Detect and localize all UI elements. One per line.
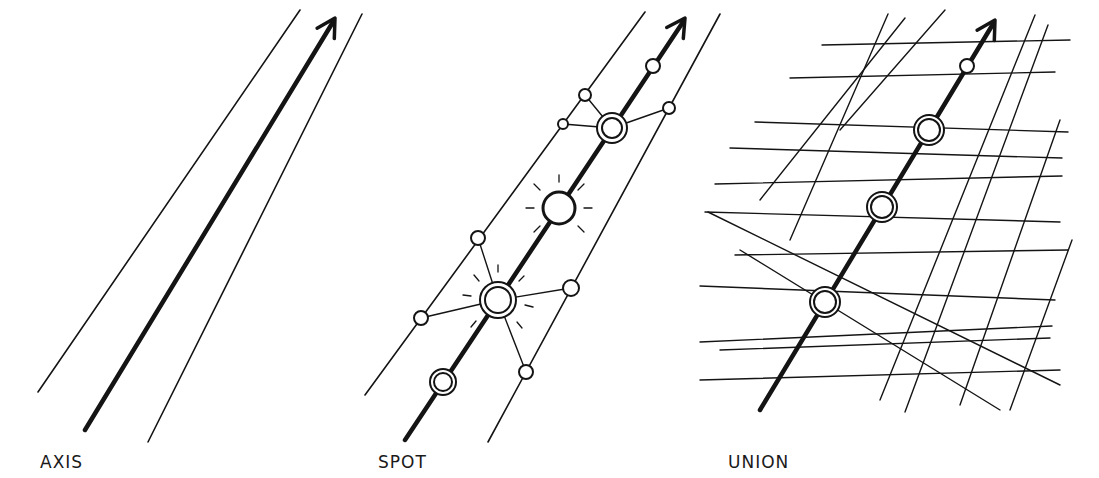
panel-label-box: SPOT — [378, 452, 427, 472]
union-sketch — [700, 10, 1072, 412]
spot-sketch — [365, 12, 720, 442]
panel-label-box: UNION — [728, 452, 789, 472]
panel-label: AXIS — [40, 452, 83, 472]
panel-label-box: AXIS — [40, 452, 83, 472]
panel-label: SPOT — [378, 452, 427, 472]
panel-label: UNION — [728, 452, 789, 472]
axis-sketch — [38, 10, 362, 442]
